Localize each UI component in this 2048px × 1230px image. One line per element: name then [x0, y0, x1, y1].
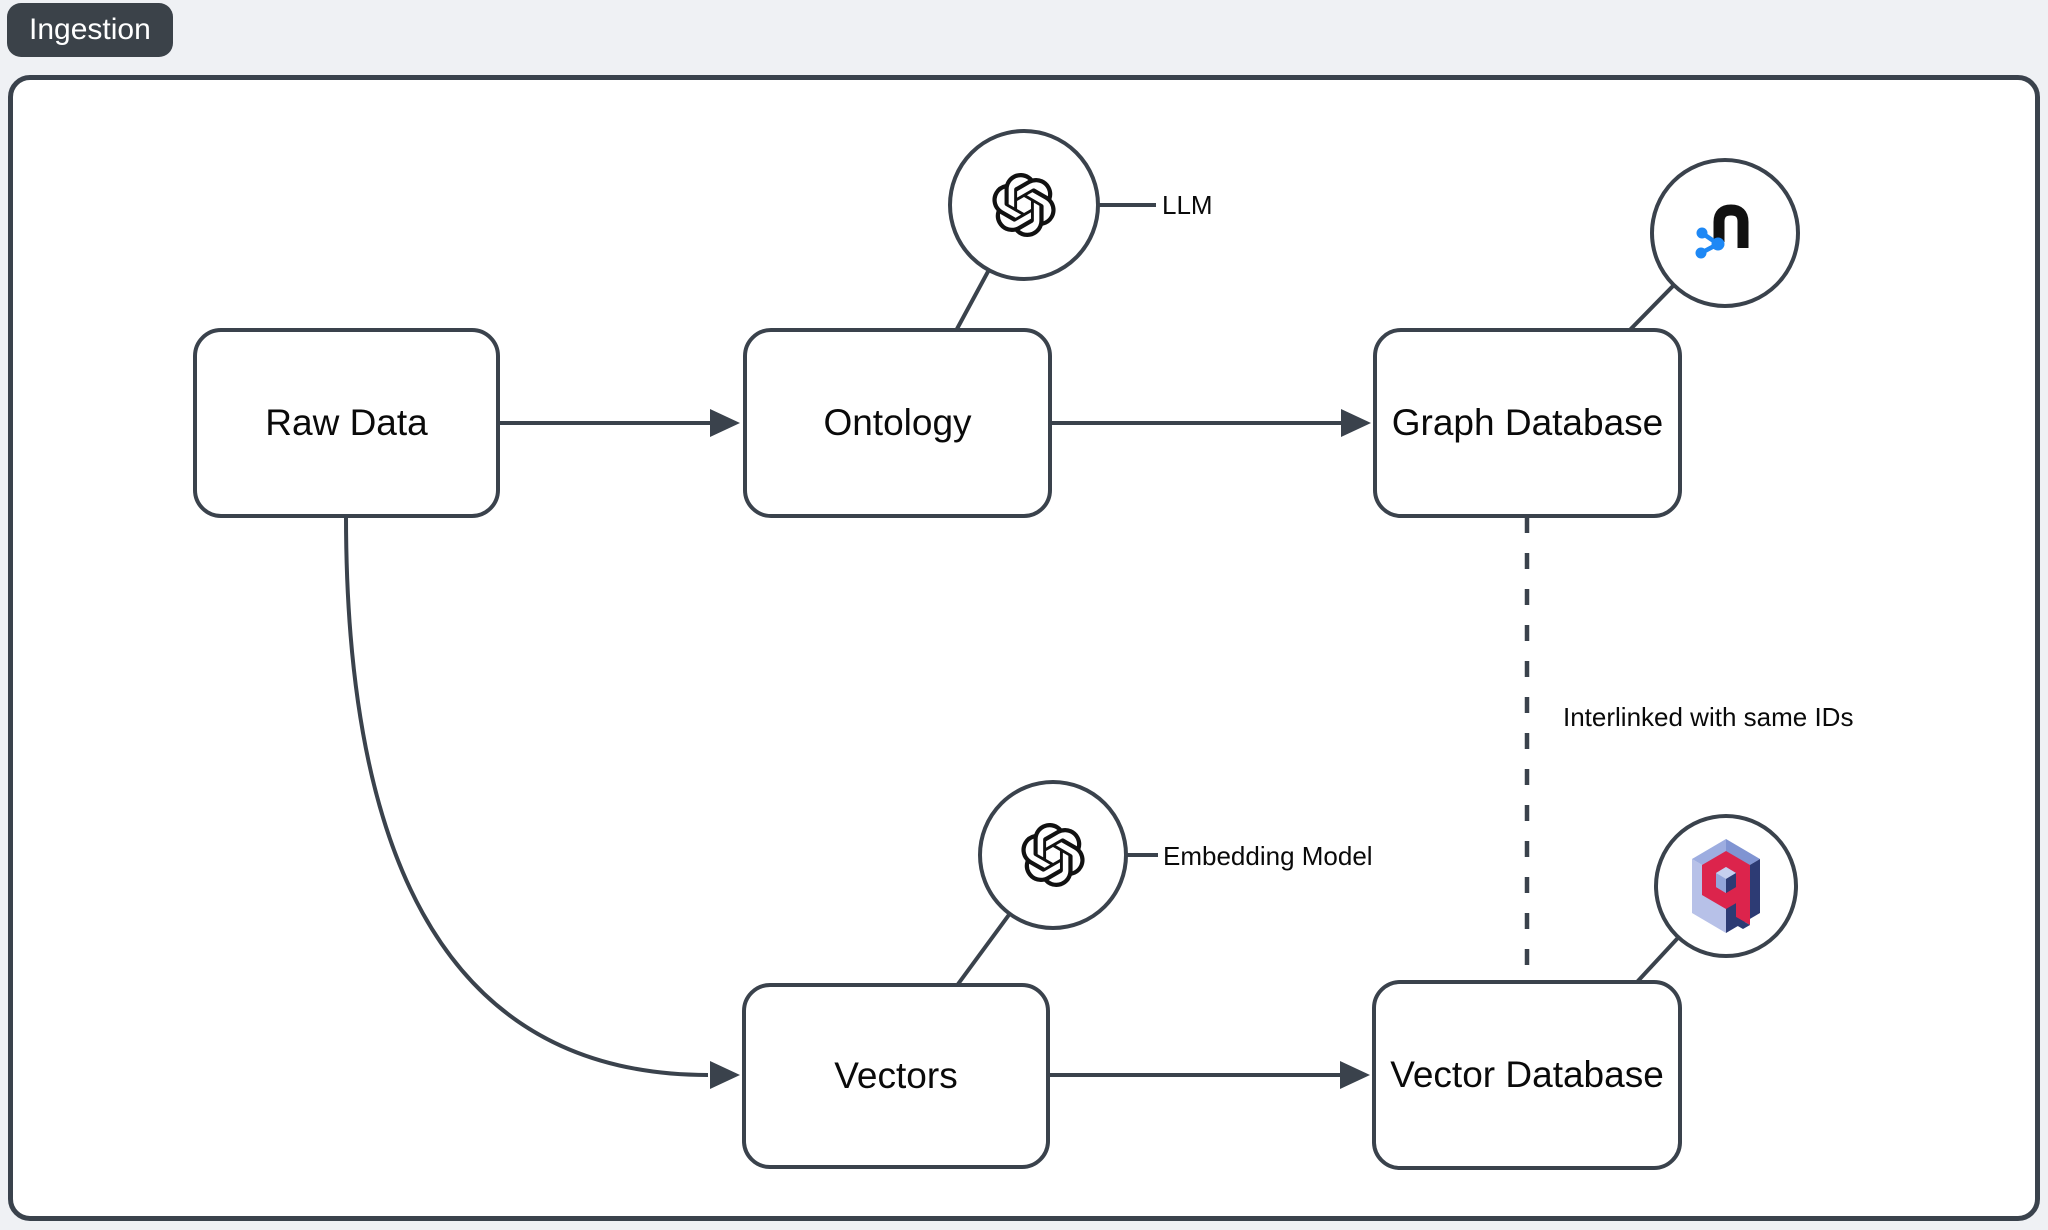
node-ontology-label: Ontology [823, 402, 972, 443]
node-vector-database-label: Vector Database [1390, 1054, 1664, 1095]
node-vectors-label: Vectors [834, 1055, 958, 1096]
openai-logo-icon [992, 173, 1056, 237]
ingestion-badge[interactable]: Ingestion [7, 3, 173, 57]
vector-db-logo-circle[interactable] [1654, 814, 1798, 958]
embedding-icon-circle[interactable] [978, 780, 1128, 930]
node-graph-database-label: Graph Database [1391, 402, 1664, 443]
llm-icon-circle[interactable] [948, 129, 1100, 281]
node-ontology[interactable]: Ontology [743, 328, 1052, 518]
node-graph-database[interactable]: Graph Database [1373, 328, 1682, 518]
openai-logo-icon [1021, 823, 1085, 887]
graph-db-logo-circle[interactable] [1650, 158, 1800, 308]
embedding-model-label: Embedding Model [1163, 841, 1373, 871]
node-vectors[interactable]: Vectors [742, 983, 1050, 1169]
node-raw-data[interactable]: Raw Data [193, 328, 500, 518]
interlinked-label: Interlinked with same IDs [1563, 702, 1854, 732]
graph-db-logo-icon [1695, 204, 1749, 259]
llm-label: LLM [1162, 190, 1213, 220]
node-raw-data-label: Raw Data [265, 402, 428, 443]
qdrant-logo-icon [1692, 839, 1760, 933]
node-vector-database[interactable]: Vector Database [1372, 980, 1682, 1170]
